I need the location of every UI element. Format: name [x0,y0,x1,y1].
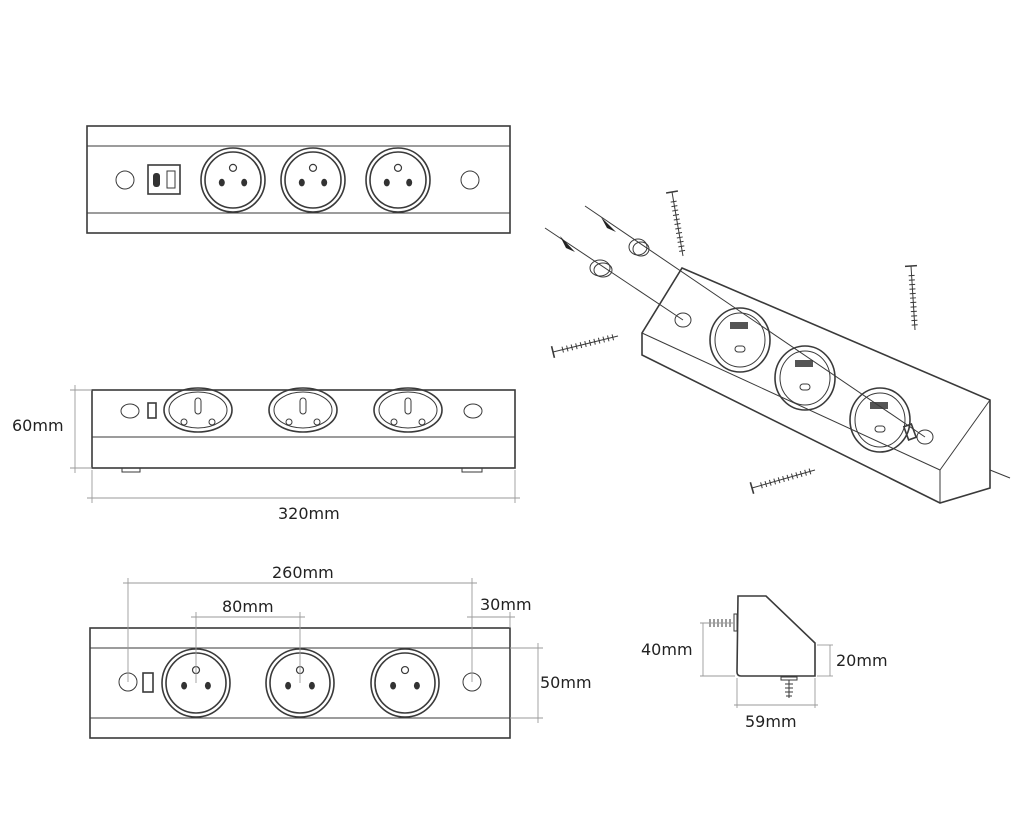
dimensioned-front-view: 260mm 80mm 30mm 50mm [89,563,592,739]
label-30mm: 30mm [480,595,532,614]
screw-icon [706,613,738,632]
label-60mm: 60mm [12,416,64,435]
dimension-260mm [123,578,477,682]
isometric-installation-view [544,190,1011,504]
usb-port [142,672,154,693]
power-socket [200,147,266,213]
dimension-80mm [191,612,305,683]
front-view [86,125,511,234]
power-socket [268,387,338,433]
screw-icon [780,676,798,698]
power-socket [373,387,443,433]
power-socket [774,345,836,411]
label-80mm: 80mm [222,597,274,616]
label-320mm: 320mm [278,504,340,523]
screw-icon [550,334,619,359]
dimension-320mm [87,470,520,503]
label-260mm: 260mm [272,563,334,582]
mounting-hole [460,170,480,190]
power-socket [280,147,346,213]
power-socket [370,648,440,718]
screw-icon [749,468,816,494]
mounting-hole [916,429,934,445]
side-profile: 40mm 20mm 59mm [641,595,888,731]
arrow-icon [601,217,616,232]
mounting-hole [115,170,135,190]
power-socket [709,307,771,373]
dimension-50mm [510,643,543,723]
label-40mm: 40mm [641,640,693,659]
mounting-hole [463,403,483,419]
power-socket [163,387,233,433]
label-50mm: 50mm [540,673,592,692]
screw-icon [665,190,686,257]
label-59mm: 59mm [745,712,797,731]
arrow-icon [560,236,575,252]
cover-cap [589,259,613,278]
usb-port [147,164,181,195]
dimension-60mm [70,385,92,473]
usb-port [147,402,157,419]
top-view: 60mm 320mm [12,385,520,523]
dimension-30mm [467,612,515,628]
screw-icon [904,264,918,331]
label-20mm: 20mm [836,651,888,670]
mounting-hole [120,403,140,419]
power-socket [365,147,431,213]
mounting-hole [674,312,692,328]
